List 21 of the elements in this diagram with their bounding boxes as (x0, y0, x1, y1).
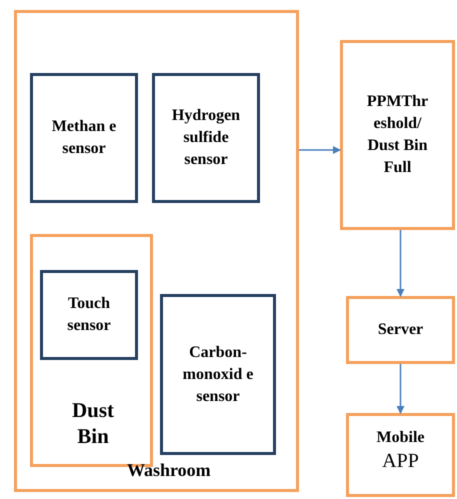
dust-bin-label: Dust Bin (70, 397, 115, 449)
box-label: Touch sensor (66, 294, 112, 336)
sensor-box (152, 73, 260, 203)
sensor-box (30, 73, 138, 203)
sensor-box (160, 294, 276, 455)
washroom-box (14, 10, 299, 492)
server-box (346, 296, 455, 364)
box-label: PPMThr eshold/ Dust Bin Full (366, 92, 430, 178)
arrow (396, 364, 404, 414)
box-label: Methan e sensor (50, 117, 118, 159)
box-label: Carbon- monoxid e sensor (182, 342, 254, 406)
arrow (299, 146, 341, 154)
sensor-box (40, 270, 138, 360)
threshold-box (340, 40, 455, 230)
box-label: Server (378, 320, 424, 340)
mobile-app-box (346, 413, 455, 497)
box-label: Mobile (376, 428, 424, 448)
arrow (396, 230, 404, 297)
box-label: APP (382, 449, 419, 474)
box-label: Hydrogen sulfide sensor (170, 106, 242, 170)
washroom-label: Washroom (127, 459, 211, 482)
